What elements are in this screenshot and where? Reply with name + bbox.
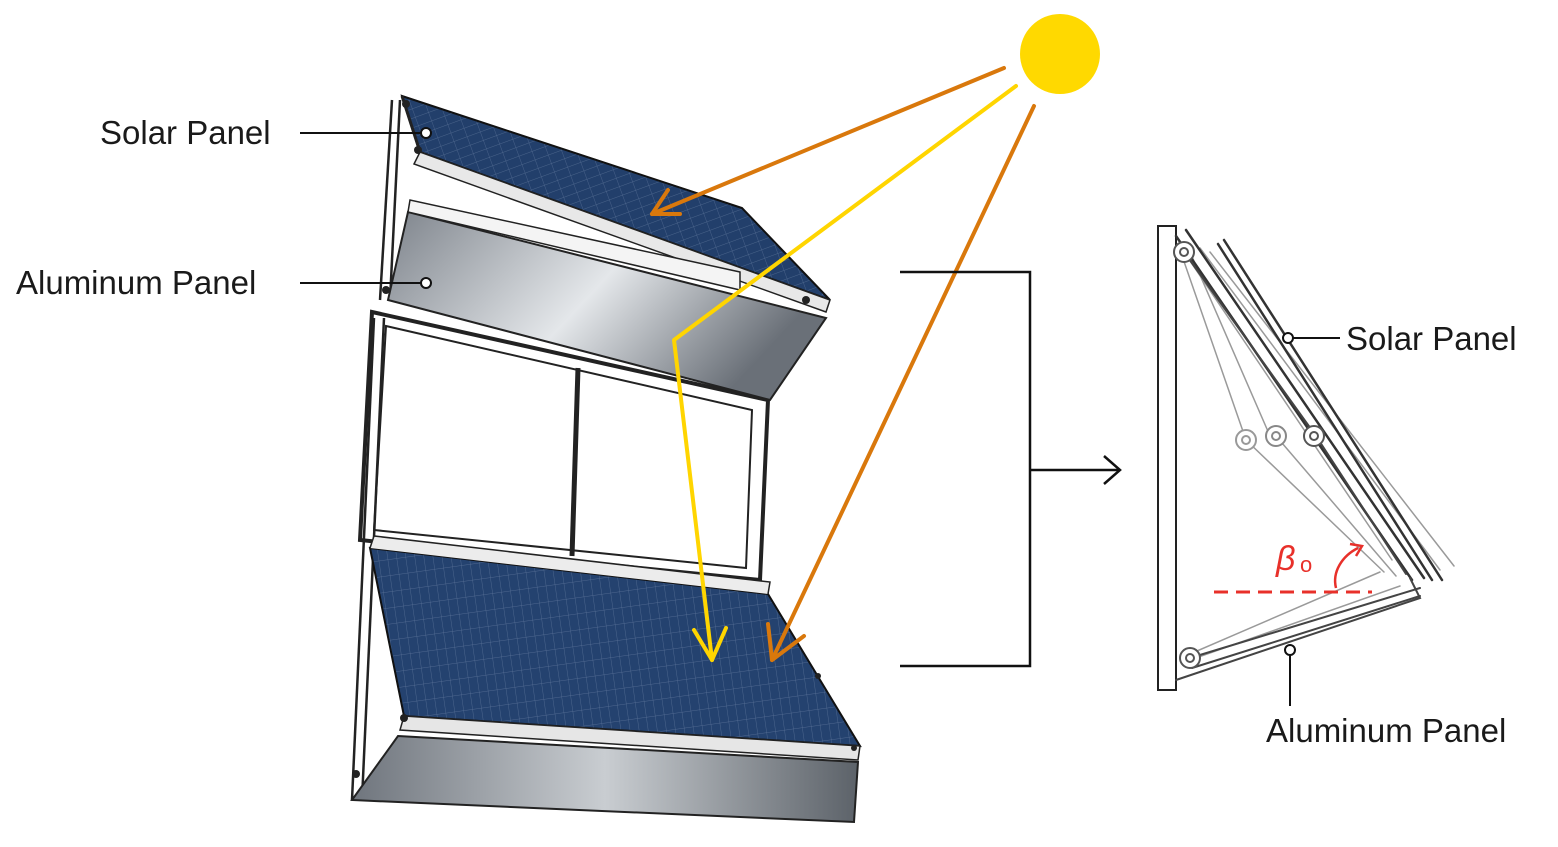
bottom-solar-panel: [368, 535, 862, 761]
top-aluminum-panel: [386, 199, 828, 402]
label-right-solar: Solar Panel: [1282, 320, 1517, 357]
label-right-solar-text: Solar Panel: [1346, 320, 1517, 357]
facade-frame: [350, 99, 771, 801]
label-left-aluminum: Aluminum Panel: [16, 264, 432, 301]
sun: [1020, 14, 1100, 94]
label-left-solar-text: Solar Panel: [100, 114, 271, 151]
bottom-aluminum-panel: [350, 734, 860, 824]
direct-ray-top: [650, 66, 1006, 216]
angle-symbol: β: [1275, 540, 1295, 578]
zoom-bracket: [900, 270, 1122, 668]
label-left-aluminum-text: Aluminum Panel: [16, 264, 256, 301]
label-right-aluminum-text: Aluminum Panel: [1266, 712, 1506, 749]
detail-mechanism: [1157, 225, 1455, 691]
angle-subscript: o: [1300, 552, 1312, 577]
label-right-aluminum: Aluminum Panel: [1266, 644, 1506, 749]
angle-marker: β o: [1214, 540, 1372, 594]
frame-hinges: [352, 100, 857, 778]
label-left-solar: Solar Panel: [100, 114, 432, 151]
reflected-ray: [672, 84, 1018, 662]
direct-ray-bottom: [766, 104, 1036, 662]
